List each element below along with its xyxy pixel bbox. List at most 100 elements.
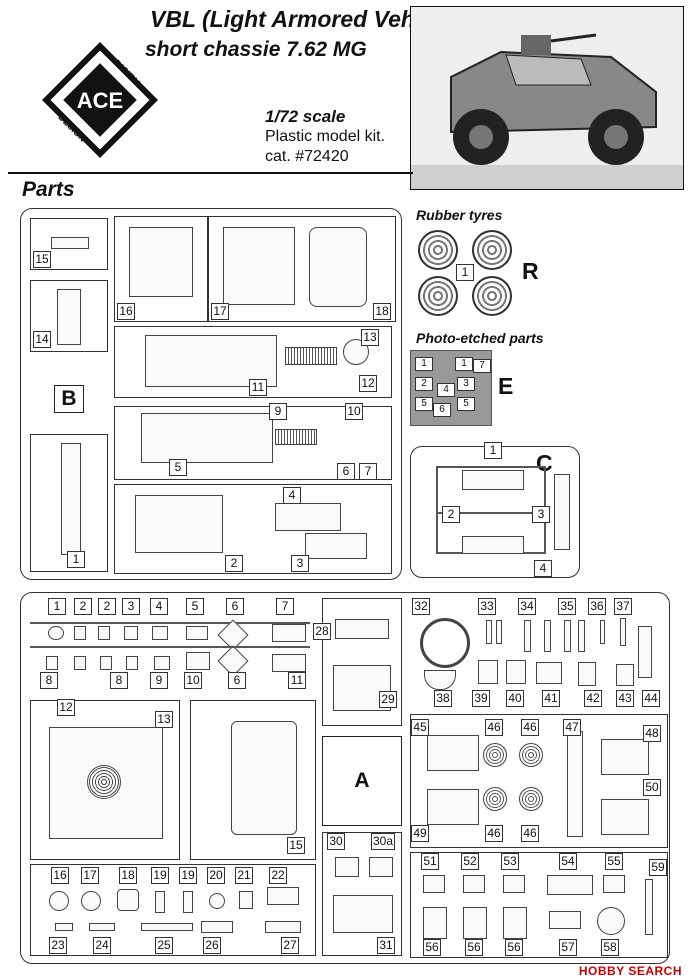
sprue-a-row1: 1 2 2 3 4 5 6 7 [46, 598, 306, 616]
part-number: 43 [616, 690, 634, 707]
part-number: 1 [455, 357, 473, 371]
part-number: 3 [122, 598, 140, 615]
part-number: 58 [601, 939, 619, 956]
part-number: 24 [93, 937, 111, 954]
sprue-a-right-row2: 38 39 40 41 42 43 44 [410, 690, 666, 710]
sprue-b-cell-5: 9 10 5 6 7 [114, 403, 392, 480]
part-number: 13 [361, 329, 379, 346]
sprue-r-letter: R [522, 258, 539, 284]
title-line-1: VBL (Light Armored Vehicle) [150, 6, 461, 32]
sprue-a-cell-16-27: 16 17 18 19 19 20 21 22 23 24 25 26 27 [30, 864, 316, 956]
part-number: 26 [203, 937, 221, 954]
part-number: 11 [249, 379, 267, 396]
part-number: 25 [155, 937, 173, 954]
part-number: 1 [48, 598, 66, 615]
sprue-a-cell-30-31: 30 30a 31 [322, 832, 402, 956]
tyre [472, 276, 512, 316]
part-number: 30 [327, 833, 345, 850]
part-number: 59 [649, 859, 667, 876]
sprue-b-cell-1: 1 [30, 434, 108, 572]
part-number: 57 [559, 939, 577, 956]
part-number: 16 [117, 303, 135, 320]
part-number: 33 [478, 598, 496, 615]
sprue-b-letter: B [54, 385, 84, 413]
part-number: 1 [484, 442, 502, 459]
part-number: 52 [461, 853, 479, 870]
part-number: 8 [110, 672, 128, 689]
sprue-b-cell-17-18: 17 18 [208, 216, 396, 322]
catalog-number: cat. #72420 [265, 148, 349, 165]
part-number: 36 [588, 598, 606, 615]
photo-etched-fret: 1 1 2 3 4 5 5 6 7 [410, 350, 492, 426]
part-number: 37 [614, 598, 632, 615]
part-number: 19 [151, 867, 169, 884]
sprue-b-cell-11-12-13: 13 11 12 [114, 326, 392, 398]
sprue-b-cell-15: 15 [30, 218, 108, 270]
part-number: 27 [281, 937, 299, 954]
part-number: 32 [412, 598, 430, 615]
part-number: 39 [472, 690, 490, 707]
part-number: 8 [40, 672, 58, 689]
sprue-a-right-row1: 32 33 34 35 36 37 [410, 598, 660, 708]
photo-etched-heading: Photo-etched parts [416, 330, 544, 346]
part-number: 9 [150, 672, 168, 689]
part-number: 56 [465, 939, 483, 956]
part-number: 23 [49, 937, 67, 954]
part-number: 20 [207, 867, 225, 884]
tyre [472, 230, 512, 270]
part-number: 44 [642, 690, 660, 707]
watermark: HOBBY SEARCH [578, 964, 682, 978]
part-number: 1 [415, 357, 433, 371]
part-number: 18 [373, 303, 391, 320]
part-number: 21 [235, 867, 253, 884]
part-number: 4 [437, 383, 455, 397]
part-number: 3 [457, 377, 475, 391]
ace-logo: ACE DIGITAL DESIGN [40, 40, 160, 160]
part-number: 30a [371, 833, 396, 850]
part-number: 55 [605, 853, 623, 870]
part-number: 22 [269, 867, 287, 884]
part-number: 40 [506, 690, 524, 707]
part-number: 6 [226, 598, 244, 615]
part-number: 48 [643, 725, 661, 742]
part-number: 19 [179, 867, 197, 884]
part-number: 14 [33, 331, 51, 348]
part-number: 13 [155, 711, 173, 728]
kit-type-label: Plastic model kit. [265, 128, 386, 145]
part-number: 6 [228, 672, 246, 689]
sprue-a-cell-45-50: 45 46 46 47 48 49 46 46 50 [410, 714, 668, 848]
sprue-a-row2: 8 8 9 10 6 11 [38, 672, 310, 690]
part-number: 12 [57, 699, 75, 716]
part-number: 46 [485, 825, 503, 842]
part-number: 42 [584, 690, 602, 707]
part-number: 56 [423, 939, 441, 956]
parts-heading: Parts [22, 178, 75, 201]
rubber-tyres-heading: Rubber tyres [416, 207, 503, 223]
part-number: 2 [225, 555, 243, 572]
part-number: 46 [521, 825, 539, 842]
part-number: 4 [150, 598, 168, 615]
part-number: 4 [283, 487, 301, 504]
part-number: 15 [33, 251, 51, 268]
logo-letters: ACE [77, 88, 123, 113]
title-line-2: short chassie 7.62 MG [145, 38, 367, 61]
part-number: 10 [184, 672, 202, 689]
part-number: 41 [542, 690, 560, 707]
part-number: 2 [74, 598, 92, 615]
sprue-b-cell-14: 14 [30, 280, 108, 352]
part-number: 3 [532, 506, 550, 523]
sprue-c-letter: C [536, 450, 553, 476]
logo-mark: ACE DIGITAL DESIGN [42, 42, 158, 158]
part-number: 45 [411, 719, 429, 736]
part-number: 6 [433, 403, 451, 417]
tyre [418, 276, 458, 316]
part-number: 56 [505, 939, 523, 956]
part-number: 34 [518, 598, 536, 615]
sprue-b-cell-2-3-4: 4 2 3 [114, 484, 392, 574]
part-number: 15 [287, 837, 305, 854]
header-divider [8, 172, 413, 174]
part-number: 38 [434, 690, 452, 707]
part-number: 35 [558, 598, 576, 615]
part-number: 47 [563, 719, 581, 736]
part-number: 7 [276, 598, 294, 615]
